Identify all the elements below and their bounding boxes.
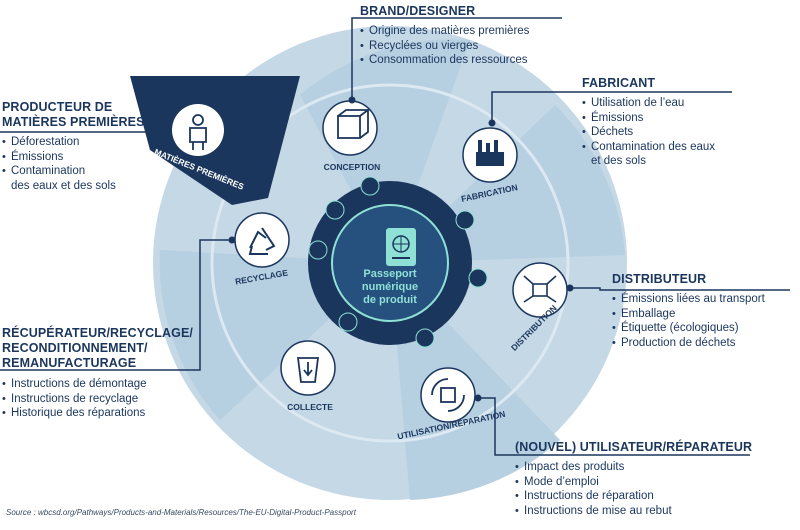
stage-label-conception: CONCEPTION — [324, 162, 381, 172]
fabricant-item: Déchets — [582, 125, 715, 140]
fabricant-title: FABRICANT — [582, 76, 656, 90]
passport-icon — [386, 228, 416, 266]
distributeur-title: DISTRIBUTEUR — [612, 272, 707, 286]
utilisateur-item: Impact des produits — [515, 460, 752, 475]
inner-ring-divider — [210, 83, 570, 443]
distributeur-item: Émissions liées au transport — [612, 292, 765, 307]
recuperateur-item: Historique des réparations — [2, 406, 193, 421]
line-brand — [351, 17, 562, 100]
cycle-box-icon — [431, 378, 465, 412]
producteur-item: Contamination des eaux et des sols — [2, 164, 145, 193]
source-note: Source : wbcsd.org/Pathways/Products-and… — [6, 508, 356, 517]
line-utilisateur — [478, 397, 750, 456]
distributeur-item: Emballage — [612, 307, 765, 322]
callout-lines — [0, 17, 790, 456]
producteur-item: Émissions — [2, 150, 145, 165]
stage-label-collecte: COLLECTE — [287, 402, 333, 412]
center-label: Passeport numérique de produit — [361, 268, 419, 306]
fabricant-item: Émissions — [582, 111, 715, 126]
block-fabricant: FABRICANT Utilisation de l’eau Émissions… — [582, 76, 715, 169]
producteur-item: Déforestation — [2, 135, 145, 150]
stage-conception: CONCEPTION — [322, 100, 381, 172]
distributeur-item: Étiquette (écologiques) — [612, 321, 765, 336]
distributeur-item: Production de déchets — [612, 336, 765, 351]
recycle-icon — [248, 227, 276, 255]
stage-recyclage: RECYCLAGE — [234, 212, 290, 287]
block-brand: BRAND/DESIGNER Origine des matières prem… — [360, 4, 529, 68]
recuperateur-title: RÉCUPÉRATEUR/RECYCLAGE/ RECONDITIONNEMEN… — [2, 326, 193, 370]
utilisateur-item: Instructions de réparation — [515, 489, 752, 504]
network-icon — [523, 275, 557, 303]
block-producteur: PRODUCTEUR DE MATIÈRES PREMIÈRES Défores… — [2, 100, 145, 193]
stage-collecte: COLLECTE — [280, 340, 336, 412]
brand-item: Origine des matières premières — [360, 24, 529, 39]
producteur-title: PRODUCTEUR DE MATIÈRES PREMIÈRES — [2, 100, 145, 129]
line-fabricant — [491, 91, 732, 123]
block-utilisateur: (NOUVEL) UTILISATEUR/RÉPARATEUR Impact d… — [515, 440, 752, 518]
line-recuperateur — [0, 239, 232, 371]
recuperateur-item: Instructions de recyclage — [2, 392, 193, 407]
brand-item: Consommation des ressources — [360, 53, 529, 68]
utilisateur-item: Instructions de mise au rebut — [515, 504, 752, 519]
factory-icon — [476, 140, 504, 166]
block-distributeur: DISTRIBUTEUR Émissions liées au transpor… — [612, 272, 765, 350]
callout-dots — [161, 96, 574, 402]
recuperateur-item: Instructions de démontage — [2, 377, 193, 392]
fabricant-item: Utilisation de l’eau — [582, 96, 715, 111]
utilisateur-item: Mode d’emploi — [515, 475, 752, 490]
block-recuperateur: RÉCUPÉRATEUR/RECYCLAGE/ RECONDITIONNEMEN… — [2, 326, 193, 421]
brand-item: Recyclées ou vierges — [360, 39, 529, 54]
worker-icon — [189, 114, 207, 150]
cube-icon — [337, 109, 371, 139]
fabricant-item: Contamination des eaux et des sols — [582, 140, 715, 169]
line-distributeur — [570, 287, 790, 291]
utilisateur-title: (NOUVEL) UTILISATEUR/RÉPARATEUR — [515, 440, 753, 454]
segment-conception — [300, 39, 470, 263]
brand-title: BRAND/DESIGNER — [360, 4, 476, 18]
bin-icon — [296, 357, 320, 383]
hub-knobs — [308, 176, 488, 348]
stage-fabrication: FABRICATION — [460, 127, 519, 204]
